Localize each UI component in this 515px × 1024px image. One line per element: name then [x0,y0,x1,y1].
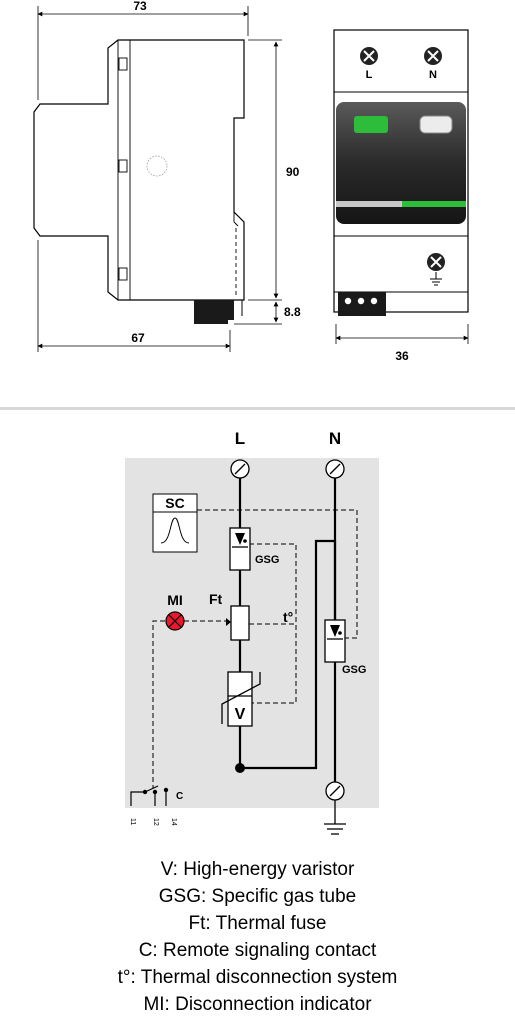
terminal-screw-l-icon [360,47,378,65]
front-terminal-l-label: L [366,69,373,81]
dim-front-width: 36 [395,349,409,363]
legend-thermal-fuse: Ft: Thermal fuse [188,913,327,934]
side-view [33,39,245,324]
earth-screw-icon [427,253,445,271]
screw-terminal-pe-icon [325,781,345,801]
terminal-screw-n-icon [424,47,442,65]
legend-varistor: V: High-energy varistor [160,859,355,880]
dim-width-top: 73 [133,0,147,13]
varistor-symbol [221,671,261,727]
wiring-schematic: L N SC GSG [0,412,515,842]
main-conductors [238,478,337,782]
dashed-links [152,509,358,788]
legend-thermal-disconnection: t°: Thermal disconnection system [117,967,398,988]
dimension-lines [37,6,469,352]
remote-contact-symbol [130,785,167,806]
legend-disconnection-indicator: MI: Disconnection indicator [143,994,372,1015]
line-terminal-label: L [235,429,245,448]
sc-label: SC [165,495,184,511]
ft-label: Ft [209,591,223,607]
section-divider [0,407,515,410]
dim-height: 90 [286,165,300,179]
dim-width-bottom: 67 [131,331,145,345]
gsg-top-label: GSG [255,554,279,566]
c-label: C [176,791,183,802]
wiring-schematic-svg: L N SC GSG [125,429,379,835]
status-indicator-white [419,115,453,134]
contact-12-label: 12 [152,818,159,826]
mechanical-drawing-svg: 73 90 8.8 67 36 L N [33,0,469,363]
dim-terminal-height: 8.8 [284,305,301,319]
earth-ground-icon [324,800,346,835]
earth-symbol-icon [430,272,442,286]
gsg-right-symbol [324,619,346,663]
sc-box [152,493,198,553]
mechanical-drawing: 73 90 8.8 67 36 L N [0,0,515,400]
legend-gas-tube: GSG: Specific gas tube [158,886,357,907]
legend: V: High-energy varistor GSG: Specific ga… [0,856,515,1018]
screw-terminal-l-icon [230,459,250,479]
gsg-top-symbol [229,527,251,571]
status-indicator-green [354,116,388,133]
legend-remote-contact: C: Remote signaling contact [138,940,377,961]
screw-terminal-n-icon [325,459,345,479]
thermal-fuse-symbol [226,605,250,641]
v-label: V [235,706,246,723]
contact-14-label: 14 [170,818,177,826]
t-label: t° [283,609,293,625]
disconnection-indicator-icon [165,611,185,631]
front-terminal-n-label: N [429,69,437,81]
neutral-terminal-label: N [329,429,341,448]
contact-11-label: 11 [129,818,136,825]
junction-dot [235,763,245,773]
signal-terminal-block [338,292,386,316]
front-view: L N [333,29,469,316]
gsg-right-label: GSG [342,664,366,676]
mi-label: MI [167,592,183,608]
recycle-logo-icon [146,155,168,177]
